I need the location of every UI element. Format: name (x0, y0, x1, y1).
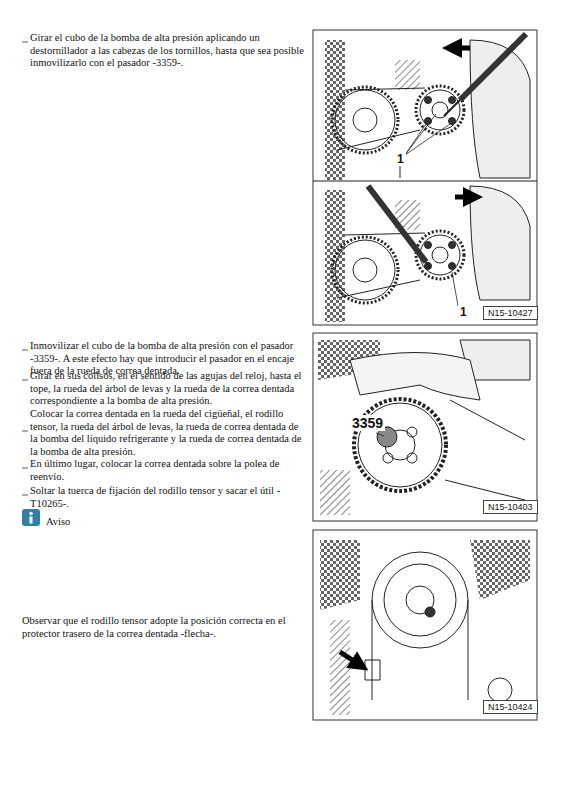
info-icon (22, 509, 40, 526)
figure-locking-pin (313, 333, 537, 521)
instruction-text: Girar el cubo de la bomba de alta presió… (30, 32, 308, 70)
figure-number: N15-10403 (483, 500, 538, 514)
figure-pump-hub (313, 30, 537, 325)
instruction-text: En último lugar, colocar la correa denta… (30, 458, 308, 483)
callout-number: 1 (458, 305, 469, 319)
notice-heading: Aviso (46, 516, 70, 529)
figure-tensioner (313, 530, 537, 720)
bullet-marks (22, 42, 28, 495)
tool-number: 3359 (350, 415, 385, 431)
instruction-text: Soltar la tuerca de fijación del rodillo… (30, 485, 308, 510)
callout-number: 1 (395, 152, 406, 166)
instruction-text: Girar en sus colisos, en el sentido de l… (30, 370, 308, 408)
figure-number: N15-10424 (483, 700, 538, 714)
figure-number: N15-10427 (483, 306, 538, 320)
instruction-text: Colocar la correa dentada en la rueda de… (30, 408, 308, 458)
note-text: Observar que el rodillo tensor adopte la… (22, 615, 312, 640)
